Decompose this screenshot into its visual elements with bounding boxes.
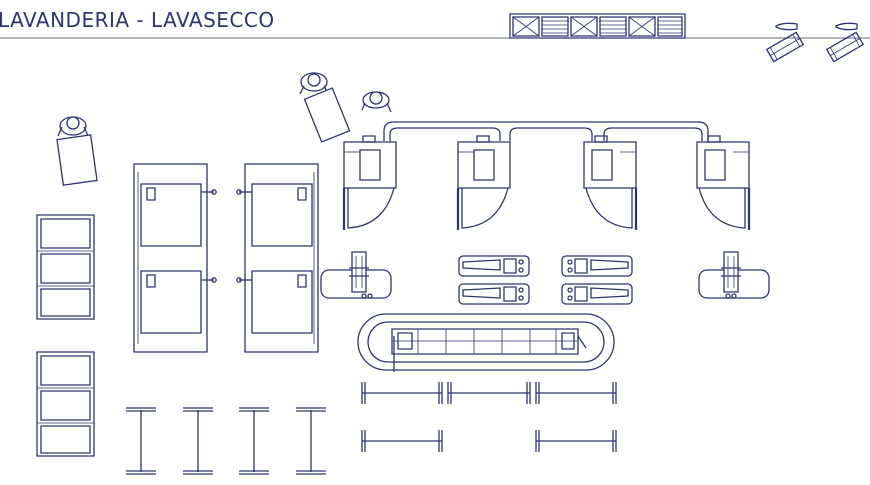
window-strip <box>510 14 685 38</box>
finisher-unit <box>458 136 510 230</box>
garment-rack <box>296 408 326 474</box>
garment-rack <box>183 408 213 474</box>
washer-bank-left <box>134 164 216 352</box>
press-board-icon <box>767 32 803 61</box>
finisher-unit <box>697 136 749 230</box>
drum-rack-upper <box>37 215 94 319</box>
ironing-table <box>562 256 632 276</box>
operator-figure-icon <box>57 117 97 185</box>
finisher-unit <box>584 136 636 230</box>
hanging-rail <box>536 382 616 404</box>
hanging-rail <box>362 430 442 452</box>
garment-rack <box>239 408 269 474</box>
washer-bank-right <box>237 164 318 352</box>
pressing-station-left <box>321 252 391 298</box>
drawing-title: LAVANDERIA - LAVASECCO <box>0 8 275 32</box>
finisher-unit <box>344 136 396 230</box>
hanging-rail <box>448 382 530 404</box>
operator-figure-icon <box>362 92 391 112</box>
drum-rack-lower <box>37 352 94 456</box>
garment-rack <box>126 408 156 474</box>
ironing-table <box>562 284 632 304</box>
iron-icon <box>836 23 857 29</box>
hanging-rail <box>536 430 616 452</box>
pressing-station-right <box>699 252 769 298</box>
ironing-table <box>459 256 529 276</box>
iron-icon <box>776 23 797 29</box>
press-board-icon <box>827 32 863 61</box>
garment-conveyor <box>358 314 614 372</box>
hanging-rail <box>362 382 442 404</box>
operator-figure-icon <box>300 73 350 142</box>
ironing-table <box>459 284 529 304</box>
steam-duct <box>384 122 708 141</box>
